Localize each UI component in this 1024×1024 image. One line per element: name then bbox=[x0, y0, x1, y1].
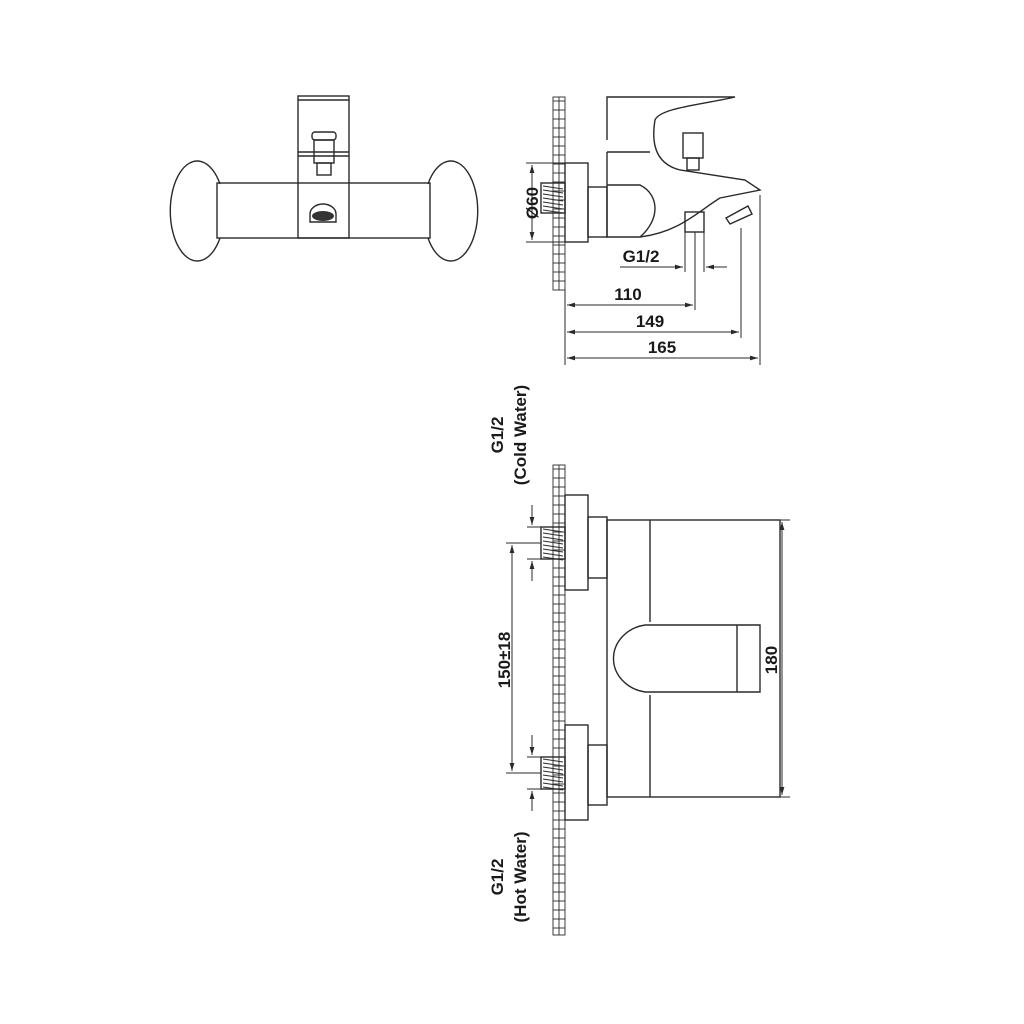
cold-label-line2: (Cold Water) bbox=[511, 385, 530, 485]
hatch-line bbox=[542, 544, 564, 549]
hatch-line bbox=[542, 536, 564, 541]
hatch-line bbox=[542, 774, 564, 779]
hatch-line bbox=[542, 770, 564, 775]
hot-flange bbox=[564, 724, 589, 821]
hatch-line bbox=[542, 201, 564, 206]
hatch-line bbox=[542, 762, 564, 767]
hatch-line bbox=[542, 185, 564, 190]
nut bbox=[587, 186, 608, 238]
dim-149: 149 bbox=[636, 312, 664, 331]
hatch-line bbox=[542, 778, 564, 783]
faucet-body bbox=[606, 519, 781, 798]
hatch-line bbox=[542, 540, 564, 545]
spout-tip bbox=[724, 205, 753, 225]
handle-column bbox=[297, 95, 350, 239]
body bbox=[216, 182, 431, 239]
dim-165: 165 bbox=[648, 338, 676, 357]
hot-label-line1: G1/2 bbox=[488, 859, 507, 896]
top-view bbox=[169, 95, 479, 262]
diverter-knob bbox=[682, 132, 704, 159]
thread-label: G1/2 bbox=[623, 247, 660, 266]
hatch-line bbox=[542, 205, 564, 210]
flange bbox=[564, 162, 589, 243]
cold-label-line1: G1/2 bbox=[488, 417, 507, 454]
hatch-line bbox=[542, 528, 564, 533]
front-view: 180 150±18 G1/2 (Cold Water) G1/2 (Hot W… bbox=[488, 385, 790, 936]
hot-nut bbox=[587, 744, 608, 806]
cold-nut bbox=[587, 516, 608, 579]
hatch-line bbox=[542, 782, 564, 787]
hatch-line bbox=[542, 548, 564, 553]
hatch-line bbox=[542, 193, 564, 198]
left-eccentric bbox=[169, 160, 221, 262]
hatch-line bbox=[542, 189, 564, 194]
cold-flange bbox=[564, 494, 589, 591]
hatch-line bbox=[542, 552, 564, 557]
thread bbox=[540, 182, 566, 214]
side-view: Ø60 G1/2 110 149 165 bbox=[523, 96, 762, 365]
hot-label-line2: (Hot Water) bbox=[511, 832, 530, 923]
hatch-line bbox=[542, 532, 564, 537]
dim-110: 110 bbox=[614, 285, 641, 304]
faucet-body bbox=[606, 96, 762, 238]
aerator-outlet bbox=[309, 203, 337, 223]
right-eccentric bbox=[427, 160, 479, 262]
diverter-knob bbox=[311, 131, 337, 141]
centers-label: 150±18 bbox=[495, 632, 514, 689]
diameter-label: Ø60 bbox=[523, 187, 542, 219]
hatch-line bbox=[542, 766, 564, 771]
height-label: 180 bbox=[762, 646, 781, 674]
hatch-line bbox=[542, 758, 564, 763]
lever-handle bbox=[612, 624, 761, 693]
hatch-line bbox=[542, 197, 564, 202]
